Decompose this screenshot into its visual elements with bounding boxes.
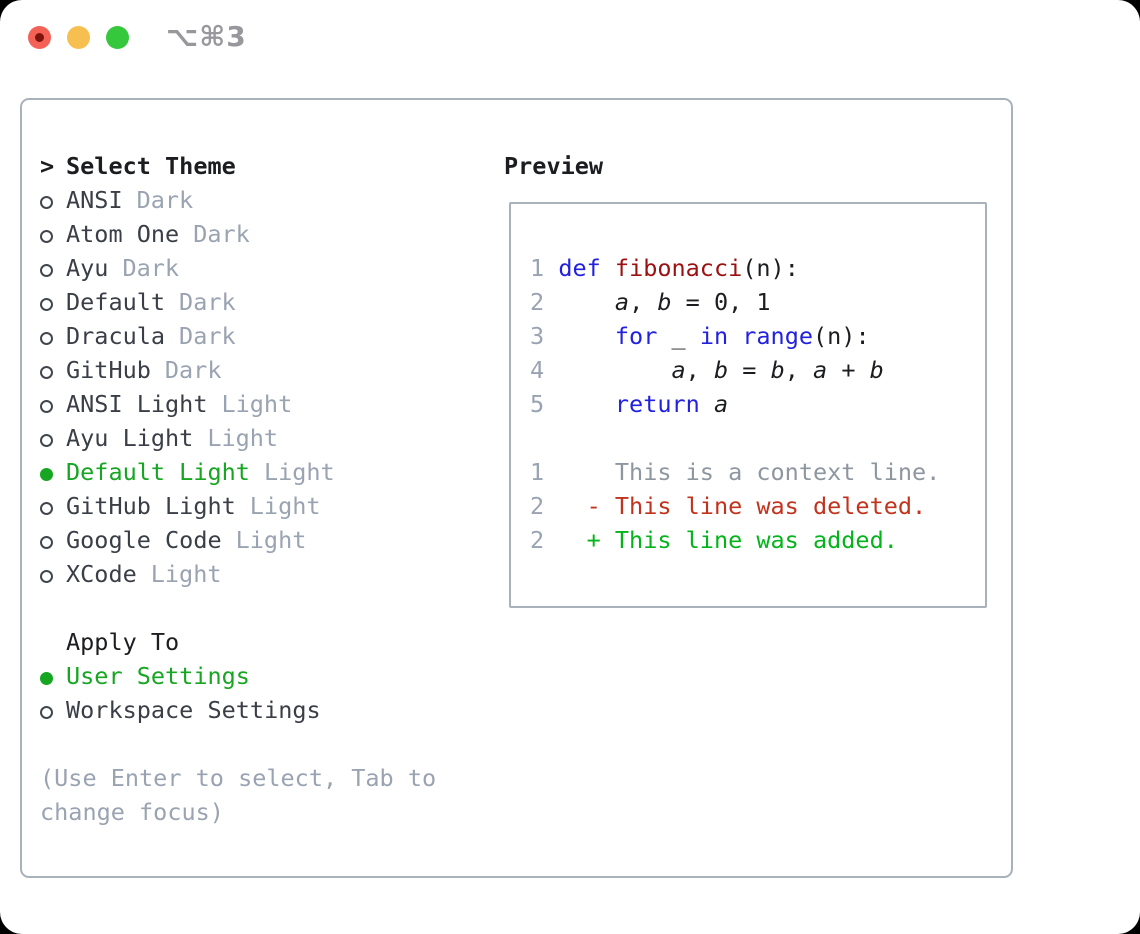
theme-variant: Light: [249, 492, 321, 520]
theme-variant: Dark: [136, 186, 194, 214]
theme-name: Google Code: [66, 526, 222, 554]
minimize-button[interactable]: [67, 26, 90, 49]
radio-icon: [40, 183, 66, 217]
preview-title: Preview: [504, 152, 604, 180]
theme-variant: Light: [150, 560, 222, 588]
theme-variant: Light: [235, 526, 307, 554]
code-line: 1 This is a context line.: [530, 458, 941, 486]
code-line: 2 + This line was added.: [530, 526, 898, 554]
theme-variant: Dark: [179, 288, 236, 316]
theme-option-github[interactable]: GitHub Dark: [40, 353, 436, 387]
theme-name: GitHub Light: [66, 492, 236, 520]
radio-icon: [40, 523, 66, 557]
code-line: 3 for _ in range(n):: [530, 322, 870, 350]
theme-option-ayu[interactable]: Ayu Dark: [40, 251, 436, 285]
theme-name: ANSI: [66, 186, 123, 214]
theme-name: GitHub: [66, 356, 151, 384]
apply-option-workspace-settings[interactable]: Workspace Settings: [40, 693, 436, 727]
code-line: [530, 421, 985, 455]
theme-name: Default: [66, 288, 166, 316]
radio-icon: [40, 353, 66, 387]
theme-variant: Dark: [193, 220, 250, 248]
preview-box: 1 def fibonacci(n): 2 a, b = 0, 1 3 for _ …: [509, 202, 987, 608]
theme-option-xcode[interactable]: XCode Light: [40, 557, 436, 591]
radio-icon: [40, 421, 66, 455]
spacer: [40, 727, 436, 761]
radio-icon: [40, 557, 66, 591]
theme-option-atom-one[interactable]: Atom One Dark: [40, 217, 436, 251]
unsaved-indicator-icon: [35, 33, 44, 42]
code-line: 2 - This line was deleted.: [530, 492, 927, 520]
theme-variant: Light: [263, 458, 335, 486]
theme-option-ansi-light[interactable]: ANSI Light Light: [40, 387, 436, 421]
spacer: [40, 591, 436, 625]
radio-icon: [40, 285, 66, 319]
theme-variant: Dark: [164, 356, 222, 384]
theme-variant: Light: [221, 390, 293, 418]
traffic-lights: [28, 26, 129, 49]
theme-name: Dracula: [66, 322, 166, 350]
code-line: 1 def fibonacci(n):: [530, 254, 799, 282]
theme-name: Ayu Light: [66, 424, 194, 452]
keyboard-shortcut-label: ⌥⌘3: [166, 20, 247, 53]
theme-option-ansi[interactable]: ANSI Dark: [40, 183, 436, 217]
theme-option-github-light[interactable]: GitHub Light Light: [40, 489, 436, 523]
apply-option-user-settings[interactable]: User Settings: [40, 659, 436, 693]
theme-name: Ayu: [66, 254, 109, 282]
theme-name: Atom One: [66, 220, 180, 248]
close-button[interactable]: [28, 26, 51, 49]
apply-option-label: User Settings: [66, 662, 250, 690]
theme-list-header: > Select Theme: [40, 149, 436, 183]
apply-to-header: Apply To: [40, 625, 436, 659]
selection-caret-icon: >: [40, 152, 55, 180]
theme-name: ANSI Light: [66, 390, 208, 418]
theme-variant: Dark: [122, 254, 180, 282]
code-line: 5 return a: [530, 390, 729, 418]
radio-icon: [40, 319, 66, 353]
help-text-line-2: change focus): [40, 798, 224, 826]
radio-selected-icon: [40, 455, 66, 489]
radio-icon: [40, 251, 66, 285]
radio-icon: [40, 217, 66, 251]
radio-icon: [40, 489, 66, 523]
theme-name: XCode: [66, 560, 137, 588]
zoom-button[interactable]: [106, 26, 129, 49]
theme-option-ayu-light[interactable]: Ayu Light Light: [40, 421, 436, 455]
theme-variant: Dark: [179, 322, 236, 350]
radio-icon: [40, 693, 66, 727]
theme-list-title: Select Theme: [66, 152, 236, 180]
theme-name: Default Light: [66, 458, 250, 486]
code-line: 4 a, b = b, a + b: [530, 356, 884, 384]
apply-option-label: Workspace Settings: [66, 696, 321, 724]
radio-icon: [40, 387, 66, 421]
apply-to-title: Apply To: [66, 628, 180, 656]
theme-option-google-code[interactable]: Google Code Light: [40, 523, 436, 557]
code-line: 2 a, b = 0, 1: [530, 288, 771, 316]
theme-option-default[interactable]: Default Dark: [40, 285, 436, 319]
help-text-line-1: (Use Enter to select, Tab to: [40, 764, 437, 792]
radio-selected-icon: [40, 659, 66, 693]
theme-variant: Light: [207, 424, 279, 452]
theme-option-default-light[interactable]: Default Light Light: [40, 455, 436, 489]
theme-option-dracula[interactable]: Dracula Dark: [40, 319, 436, 353]
preview-code: 1 def fibonacci(n): 2 a, b = 0, 1 3 for _ …: [511, 204, 985, 557]
